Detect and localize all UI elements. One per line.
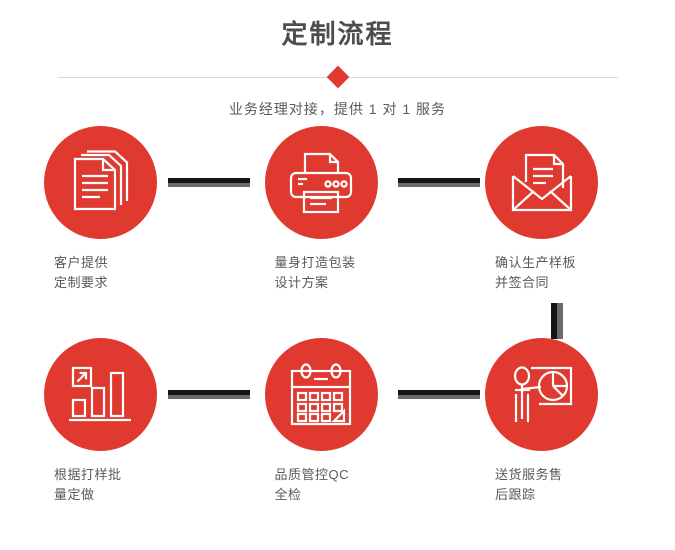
diamond-icon <box>326 65 349 89</box>
connector-bar-gray <box>398 183 480 187</box>
flow-step-1[interactable]: 客户提供 定制要求 <box>42 126 192 293</box>
step-2-label: 量身打造包装 设计方案 <box>274 255 356 290</box>
calendar-check-icon <box>288 362 354 427</box>
page-subtitle: 业务经理对接，提供 1 对 1 服务 <box>228 101 447 117</box>
flow-step-5[interactable]: 品质管控QC 全检 <box>263 338 413 505</box>
connector-bar-dark <box>398 178 480 183</box>
connector-bar-dark <box>398 390 480 395</box>
step-2-circle <box>264 126 378 239</box>
process-flow: 客户提供 定制要求 <box>0 126 675 526</box>
flow-step-4[interactable]: 根据打样批 量定做 <box>42 338 192 505</box>
bar-chart-growth-icon <box>68 365 133 425</box>
connector-bar-gray <box>168 183 250 187</box>
step-1-circle <box>44 126 157 239</box>
connector-bar-gray <box>398 395 480 399</box>
connector-step2-step3 <box>398 178 480 187</box>
flow-row-2: 根据打样批 量定做 <box>0 338 675 528</box>
header: 定制流程 业务经理对接，提供 1 对 1 服务 <box>0 0 675 120</box>
step-1-label: 客户提供 定制要求 <box>54 255 109 290</box>
presentation-person-icon <box>509 364 575 426</box>
page-title: 定制流程 <box>281 19 394 49</box>
step-6-circle <box>485 338 598 451</box>
connector-step3-step6 <box>551 303 563 339</box>
step-5-label: 品质管控QC 全检 <box>274 467 350 502</box>
flow-step-2[interactable]: 量身打造包装 设计方案 <box>263 126 413 293</box>
connector-step5-step6 <box>398 390 480 399</box>
connector-bar-gray <box>557 303 563 339</box>
flow-row-1: 客户提供 定制要求 <box>0 126 675 339</box>
step-4-label: 根据打样批 量定做 <box>54 467 122 502</box>
printer-icon <box>288 151 354 215</box>
envelope-document-icon <box>508 152 576 214</box>
connector-bar-dark <box>168 178 250 183</box>
step-3-circle <box>485 126 598 239</box>
step-3-label: 确认生产样板 并签合同 <box>495 255 577 290</box>
documents-icon <box>70 149 132 216</box>
step-6-label: 送货服务售 后跟踪 <box>495 467 563 502</box>
connector-bar-gray <box>168 395 250 399</box>
flow-step-3[interactable]: 确认生产样板 并签合同 <box>483 126 633 293</box>
step-4-circle <box>44 338 157 451</box>
connector-bar-dark <box>551 303 557 339</box>
connector-step1-step2 <box>168 178 250 187</box>
title-divider <box>57 65 618 89</box>
connector-bar-dark <box>168 390 250 395</box>
connector-step4-step5 <box>168 390 250 399</box>
flow-step-6[interactable]: 送货服务售 后跟踪 <box>483 338 633 505</box>
step-5-circle <box>264 338 378 451</box>
